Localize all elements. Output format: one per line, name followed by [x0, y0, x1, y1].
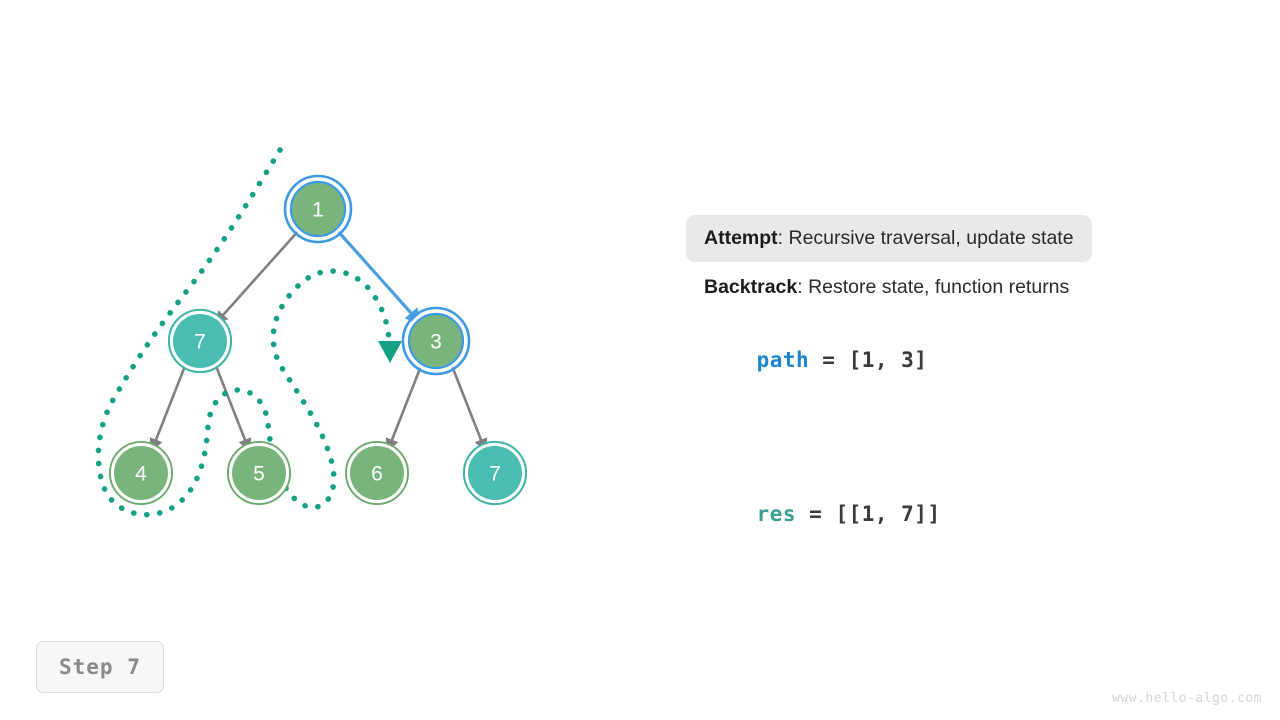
tree-node-7-right[interactable]: 7: [462, 440, 528, 506]
res-variable: res: [756, 501, 797, 526]
attempt-row: Attempt: Recursive traversal, update sta…: [686, 215, 1092, 263]
res-state-row: res = [[1, 7]]: [686, 478, 1206, 550]
tree-edges: [149, 227, 488, 453]
node-label: 5: [253, 463, 265, 486]
node-outer-ring: [227, 441, 291, 505]
node-label: 6: [371, 463, 383, 486]
tree-node-1[interactable]: 1: [283, 174, 353, 244]
node-inner-ring: [286, 177, 350, 241]
node-label: 7: [194, 331, 206, 354]
path-value: = [1, 3]: [809, 347, 928, 372]
node-outer-ring: [109, 441, 173, 505]
path-variable: path: [756, 347, 810, 372]
backtrack-label: Backtrack: [704, 276, 798, 299]
res-value: = [[1, 7]]: [796, 501, 941, 526]
attempt-text: : Recursive traversal, update state: [777, 227, 1074, 249]
edge-1-7: [214, 228, 301, 325]
node-highlight-ring: [283, 174, 353, 244]
node-circle: [173, 314, 227, 368]
watermark: www.hello-algo.com: [1112, 691, 1262, 706]
backtrack-row: Backtrack: Restore state, function retur…: [686, 264, 1087, 311]
tree-node-7-left[interactable]: 7: [167, 308, 233, 374]
attempt-label: Attempt: [704, 227, 778, 249]
node-circle: [232, 446, 286, 500]
node-inner-ring: [169, 310, 231, 372]
tree-node-5[interactable]: 5: [227, 441, 291, 505]
node-label: 1: [312, 199, 324, 222]
node-outer-ring: [462, 440, 528, 506]
node-outer-ring: [167, 308, 233, 374]
edge-7-4: [149, 365, 187, 453]
node-circle: [114, 446, 168, 500]
node-circle: [289, 180, 347, 238]
backtrack-arrowhead-icon: [378, 341, 402, 363]
tree-node-4[interactable]: 4: [109, 441, 173, 505]
node-circle: [407, 312, 465, 370]
edge-3-6: [385, 365, 423, 453]
backtrack-path: [95, 147, 402, 518]
edge-7-5: [214, 365, 252, 453]
node-inner-ring: [346, 442, 408, 504]
node-circle: [468, 446, 522, 500]
node-label: 7: [489, 463, 501, 486]
tree-nodes: 1 7 3 4 5: [109, 174, 528, 506]
node-inner-ring: [228, 442, 290, 504]
backtrack-dotted-curve: [95, 147, 392, 518]
step-badge: Step 7: [36, 641, 164, 693]
node-inner-ring: [404, 309, 468, 373]
step-badge-label: Step 7: [59, 655, 141, 679]
node-inner-ring: [110, 442, 172, 504]
path-state-row: path = [1, 3]: [686, 324, 1206, 396]
tree-node-3[interactable]: 3: [401, 306, 471, 376]
edge-1-3: [334, 227, 422, 326]
node-label: 3: [430, 331, 442, 354]
node-circle: [350, 446, 404, 500]
backtrack-text: : Restore state, function returns: [797, 276, 1070, 299]
node-label: 4: [135, 463, 147, 486]
node-inner-ring: [464, 442, 526, 504]
edge-3-7: [450, 365, 488, 453]
node-highlight-ring: [401, 306, 471, 376]
info-panel: Attempt: Recursive traversal, update sta…: [686, 215, 1206, 550]
tree-diagram: 1 7 3 4 5: [95, 147, 528, 518]
tree-node-6[interactable]: 6: [345, 441, 409, 505]
node-outer-ring: [345, 441, 409, 505]
